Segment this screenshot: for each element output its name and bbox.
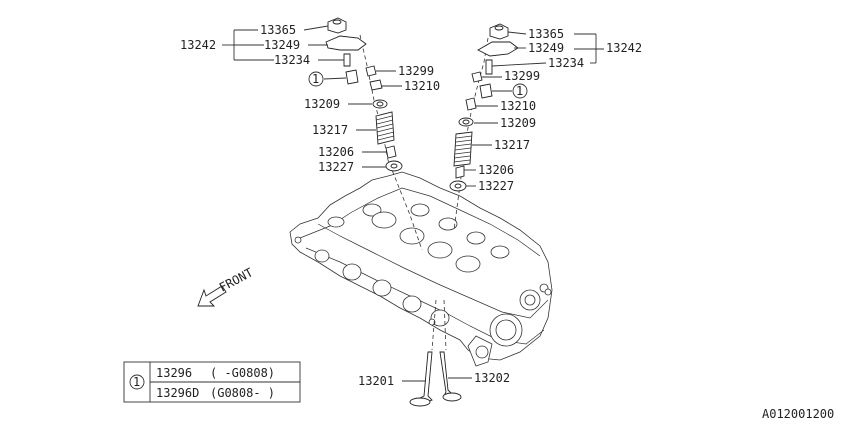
retainer-13210-left	[369, 79, 383, 91]
label-13210-right: 13210	[500, 99, 536, 113]
stem-seal-13206-right	[455, 165, 465, 179]
valve-spring-13217-right	[453, 131, 473, 167]
label-13242-right: 13242	[606, 41, 642, 55]
svg-text:1: 1	[133, 375, 140, 389]
legend-table: 1 13296 ( -G0808) 13296D (G0808- )	[123, 361, 301, 403]
ref-1-left: 1	[308, 71, 324, 87]
label-13217-right: 13217	[494, 138, 530, 152]
label-13210-left: 13210	[404, 79, 440, 93]
legend-ref-1: 1	[129, 374, 145, 390]
label-13242-left: 13242	[180, 38, 216, 52]
stem-seal-13206-left	[385, 145, 397, 159]
ref-1-right: 1	[512, 83, 528, 99]
front-label: FRONT	[217, 265, 255, 294]
intake-valve-13201	[410, 351, 433, 405]
pivot-ref1-right	[479, 83, 493, 99]
valves	[409, 299, 462, 407]
valve-spring-13217-left	[375, 111, 395, 145]
nut-13365-right	[489, 23, 509, 40]
label-13234-right: 13234	[548, 56, 584, 70]
label-13299-right: 13299	[504, 69, 540, 83]
label-13299-left: 13299	[398, 64, 434, 78]
label-13249-right: 13249	[528, 41, 564, 55]
label-13365-right: 13365	[528, 27, 564, 41]
cylinder-head	[289, 171, 553, 367]
label-13365-left: 13365	[260, 23, 296, 37]
svg-text:1: 1	[516, 84, 523, 98]
label-13201: 13201	[358, 374, 394, 388]
label-13202: 13202	[474, 371, 510, 385]
right-callouts: 13365 13242 13249 13234 13299 1 13210 13…	[464, 27, 642, 193]
label-13206-right: 13206	[478, 163, 514, 177]
label-13209-left: 13209	[304, 97, 340, 111]
keeper-13299-right	[471, 71, 483, 83]
legend-row-1-part: 13296	[156, 366, 192, 380]
nut-13365-left	[327, 17, 347, 34]
label-13206-left: 13206	[318, 145, 354, 159]
rocker-arm-13249-left	[325, 35, 367, 51]
pivot-ref1-left	[345, 69, 359, 85]
svg-text:1: 1	[312, 72, 319, 86]
rocker-arm-13249-right	[477, 41, 519, 57]
diagram-code: A012001200	[762, 407, 834, 421]
screw-13234-right	[485, 59, 493, 75]
screw-13234-left	[343, 53, 351, 67]
label-13234-left: 13234	[274, 53, 310, 67]
label-13217-left: 13217	[312, 123, 348, 137]
label-13227-left: 13227	[318, 160, 354, 174]
left-callouts: 13365 13242 13249 13234 1 13299 13210 13…	[180, 23, 440, 174]
legend-row-2-range: (G0808- )	[210, 386, 275, 400]
label-13249-left: 13249	[264, 38, 300, 52]
right-valve-train	[449, 23, 519, 231]
retainer-13210-right	[465, 97, 477, 111]
front-arrow-icon	[197, 285, 227, 307]
keeper-13299-left	[365, 65, 377, 77]
front-arrow: FRONT	[197, 265, 255, 307]
left-valve-train	[325, 17, 423, 251]
legend-row-2-part: 13296D	[156, 386, 199, 400]
label-13227-right: 13227	[478, 179, 514, 193]
bottom-callouts: 13201 13202	[358, 371, 510, 388]
legend-row-1-range: ( -G0808)	[210, 366, 275, 380]
label-13209-right: 13209	[500, 116, 536, 130]
